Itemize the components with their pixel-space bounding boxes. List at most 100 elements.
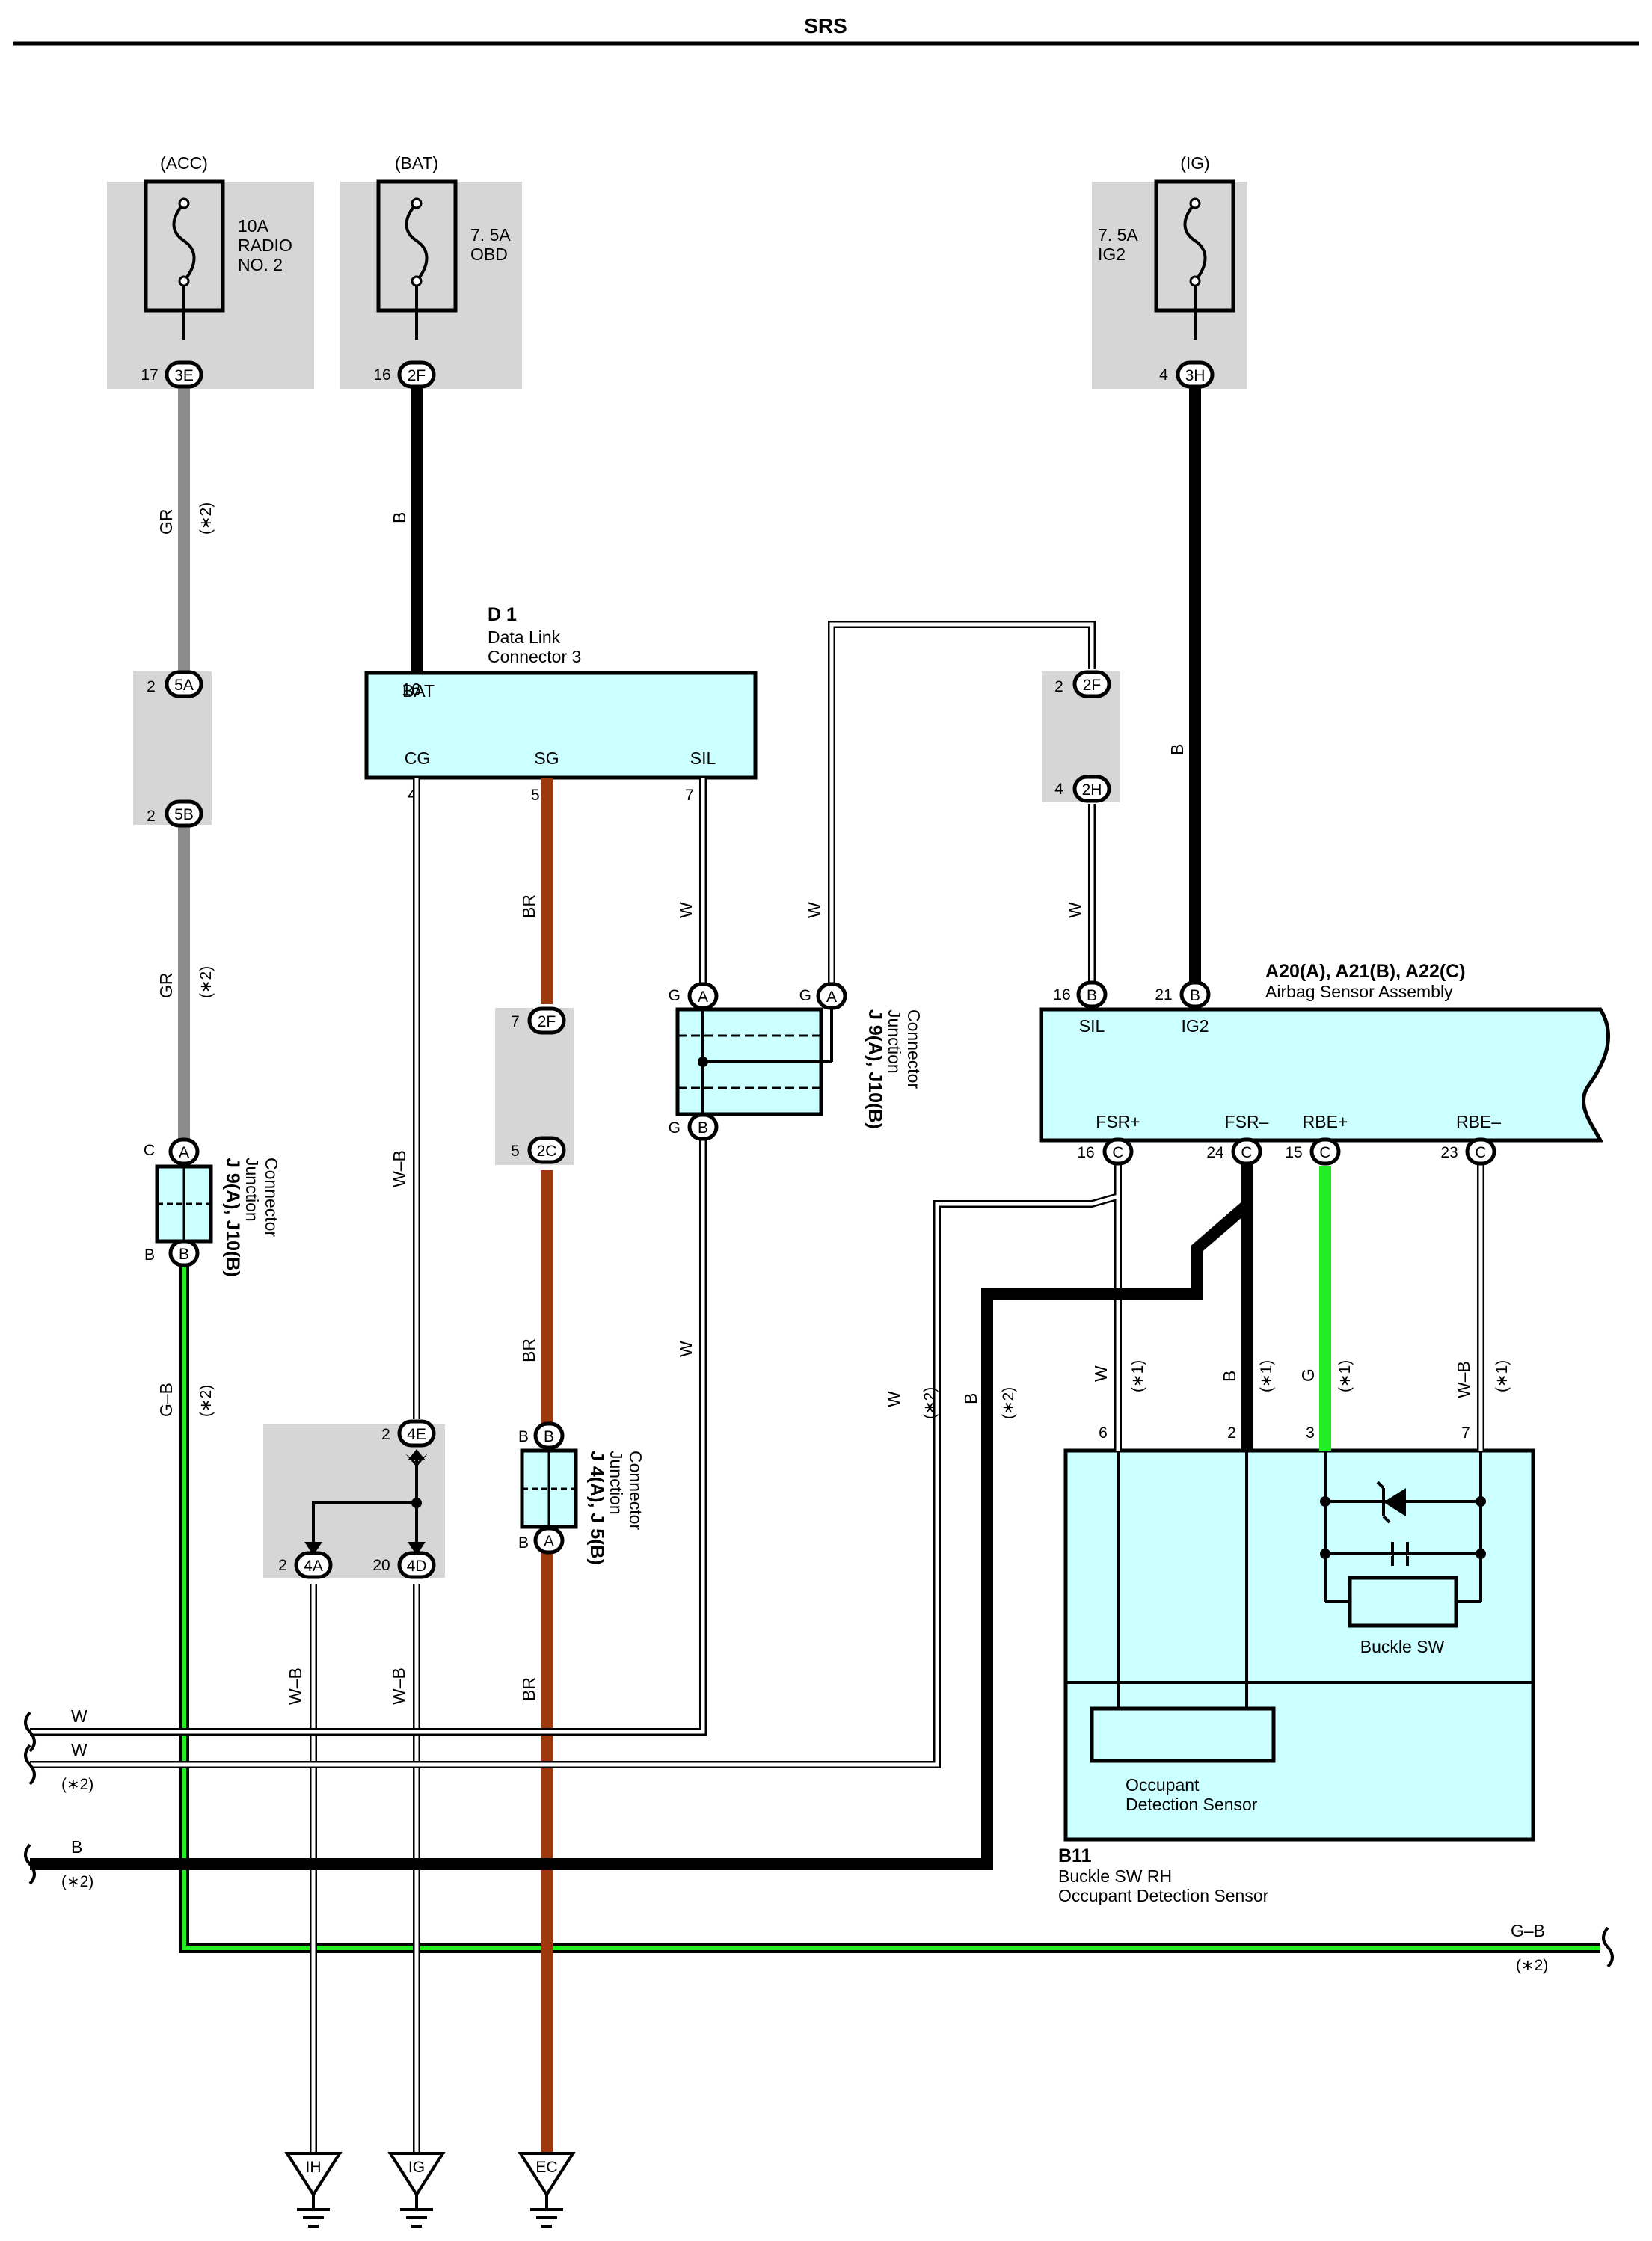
svg-text:W–B: W–B — [390, 1150, 409, 1187]
wire-labels: GR (∗2) GR (∗2) G–B (∗2) B W–B BR BR BR … — [156, 502, 1511, 1705]
svg-text:B11: B11 — [1058, 1845, 1092, 1866]
svg-text:4E: 4E — [407, 1426, 426, 1443]
svg-text:B: B — [1190, 987, 1200, 1004]
svg-text:W: W — [676, 902, 696, 918]
svg-text:D 1: D 1 — [488, 604, 517, 625]
svg-text:10A: 10A — [238, 216, 269, 236]
svg-text:2: 2 — [1227, 1424, 1236, 1442]
svg-text:FSR–: FSR– — [1225, 1112, 1269, 1131]
svg-text:Occupant Detection Sensor: Occupant Detection Sensor — [1058, 1886, 1269, 1905]
svg-text:Connector: Connector — [626, 1451, 645, 1530]
pill-fsrm: C — [1231, 1137, 1262, 1166]
pill-4d: 4D — [397, 1551, 436, 1579]
svg-text:(∗2): (∗2) — [197, 966, 215, 998]
pill-4e: 4E — [397, 1419, 436, 1448]
svg-text:2: 2 — [1054, 678, 1063, 695]
wire-g-b — [179, 1264, 1600, 1953]
svg-text:(∗1): (∗1) — [1336, 1360, 1354, 1392]
svg-text:7: 7 — [511, 1013, 520, 1030]
pill-fsrp: C — [1102, 1137, 1134, 1166]
junction-connector-left: C B J 9(A), J10(B) Junction Connector — [144, 1142, 281, 1277]
fuse-ig2: (IG) 7. 5A IG2 — [1098, 153, 1235, 340]
svg-text:3H: 3H — [1185, 367, 1206, 384]
svg-text:J 9(A), J10(B): J 9(A), J10(B) — [865, 1009, 885, 1129]
svg-text:Buckle SW RH: Buckle SW RH — [1058, 1866, 1172, 1886]
svg-text:NO. 2: NO. 2 — [238, 255, 283, 274]
svg-text:B: B — [518, 1428, 529, 1445]
svg-text:G–B: G–B — [1511, 1921, 1545, 1940]
svg-text:FSR+: FSR+ — [1096, 1112, 1140, 1131]
svg-text:4D: 4D — [407, 1558, 427, 1575]
svg-text:(∗2): (∗2) — [921, 1387, 939, 1419]
svg-text:W–B: W–B — [286, 1667, 305, 1705]
pill-5b: 5B — [165, 799, 203, 828]
pill-2f-mid: 2F — [527, 1006, 566, 1035]
svg-text:16: 16 — [1077, 1144, 1094, 1161]
pill-mid-a2: A — [816, 982, 847, 1010]
svg-text:(∗1): (∗1) — [1129, 1360, 1146, 1392]
svg-text:IG2: IG2 — [1181, 1016, 1209, 1036]
svg-text:(∗2): (∗2) — [1000, 1387, 1017, 1419]
svg-text:B: B — [1087, 987, 1097, 1004]
svg-text:Airbag Sensor Assembly: Airbag Sensor Assembly — [1265, 982, 1453, 1001]
svg-text:4A: 4A — [304, 1558, 323, 1575]
svg-text:2F: 2F — [408, 367, 426, 384]
svg-text:W: W — [71, 1706, 87, 1726]
svg-text:(BAT): (BAT) — [395, 153, 438, 173]
svg-text:BAT: BAT — [402, 681, 435, 701]
svg-text:W: W — [1091, 1365, 1111, 1382]
pill-jc-a: A — [168, 1137, 200, 1166]
svg-text:(ACC): (ACC) — [160, 153, 208, 173]
svg-text:G: G — [1298, 1368, 1318, 1382]
pill-mid-a1: A — [687, 982, 719, 1010]
svg-text:(∗2): (∗2) — [197, 1385, 215, 1417]
svg-text:16: 16 — [373, 366, 390, 384]
pill-5a: 5A — [165, 670, 203, 698]
svg-text:(∗1): (∗1) — [1258, 1360, 1275, 1392]
svg-text:Data Link: Data Link — [488, 627, 561, 647]
svg-text:Junction: Junction — [242, 1158, 262, 1222]
svg-text:Junction: Junction — [607, 1451, 626, 1515]
svg-text:(∗2): (∗2) — [1516, 1957, 1548, 1974]
svg-text:2F: 2F — [1083, 677, 1102, 694]
pill-rbep: C — [1309, 1137, 1341, 1166]
svg-text:C: C — [1319, 1144, 1330, 1161]
svg-text:2F: 2F — [538, 1013, 556, 1030]
svg-text:G: G — [669, 1119, 681, 1137]
svg-text:16: 16 — [1053, 986, 1070, 1003]
svg-text:B: B — [961, 1393, 980, 1404]
pill-3h: 3H — [1176, 360, 1215, 389]
svg-text:7. 5A: 7. 5A — [470, 225, 511, 245]
svg-text:3: 3 — [1306, 1424, 1315, 1442]
pill-2c: 2C — [527, 1136, 566, 1164]
svg-text:6: 6 — [1099, 1424, 1108, 1442]
svg-text:J 9(A), J10(B): J 9(A), J10(B) — [222, 1158, 243, 1277]
svg-text:B: B — [71, 1837, 82, 1857]
svg-text:5A: 5A — [174, 677, 194, 694]
svg-text:G: G — [799, 987, 811, 1004]
svg-text:BR: BR — [519, 1338, 538, 1362]
svg-text:RBE+: RBE+ — [1303, 1112, 1348, 1131]
svg-text:7. 5A: 7. 5A — [1098, 225, 1138, 245]
pill-rbem: C — [1465, 1137, 1496, 1166]
svg-text:2: 2 — [147, 678, 156, 695]
svg-text:IH: IH — [306, 2159, 322, 2176]
wire-b-fsr — [30, 1152, 1253, 1870]
pill-3e: 3E — [165, 360, 203, 389]
svg-text:SIL: SIL — [1079, 1016, 1105, 1036]
svg-text:BR: BR — [519, 894, 538, 918]
pill-2f-obd: 2F — [397, 360, 436, 389]
svg-text:Occupant: Occupant — [1126, 1775, 1200, 1795]
svg-text:16: 16 — [402, 680, 421, 699]
svg-text:17: 17 — [141, 366, 158, 384]
svg-text:2C: 2C — [537, 1143, 557, 1160]
svg-text:(IG): (IG) — [1180, 153, 1210, 173]
pill-4a: 4A — [294, 1551, 333, 1579]
svg-text:J 4(A), J 5(B): J 4(A), J 5(B) — [586, 1451, 607, 1565]
svg-text:W–B: W–B — [1454, 1361, 1473, 1398]
svg-text:21: 21 — [1155, 986, 1172, 1003]
svg-text:Connector: Connector — [904, 1009, 924, 1089]
pill-sil: B — [1076, 980, 1108, 1009]
data-link-connector: D 1 Data Link Connector 3 16 BAT CG SG S… — [364, 604, 758, 804]
svg-text:2: 2 — [278, 1557, 287, 1574]
